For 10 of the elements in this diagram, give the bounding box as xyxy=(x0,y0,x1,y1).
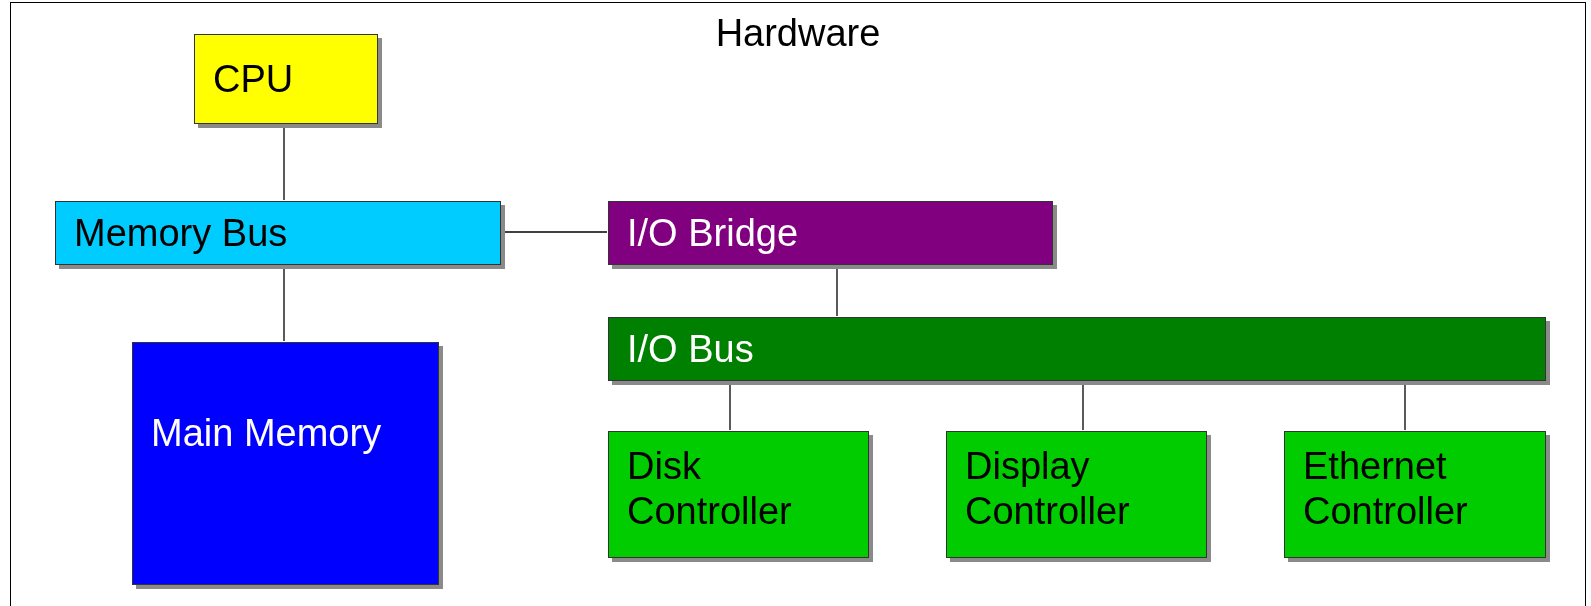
box-label: I/O Bus xyxy=(627,327,755,372)
box-label: CPU xyxy=(213,57,295,102)
box-label: Ethernet Controller xyxy=(1303,444,1469,534)
box-label: Display Controller xyxy=(965,444,1131,534)
box-label: Memory Bus xyxy=(74,211,289,256)
frame-title: Hardware xyxy=(715,11,881,56)
hardware-frame xyxy=(10,2,1586,606)
box-label: I/O Bridge xyxy=(627,211,800,256)
box-label: Main Memory xyxy=(151,411,383,456)
box-label: Disk Controller xyxy=(627,444,793,534)
